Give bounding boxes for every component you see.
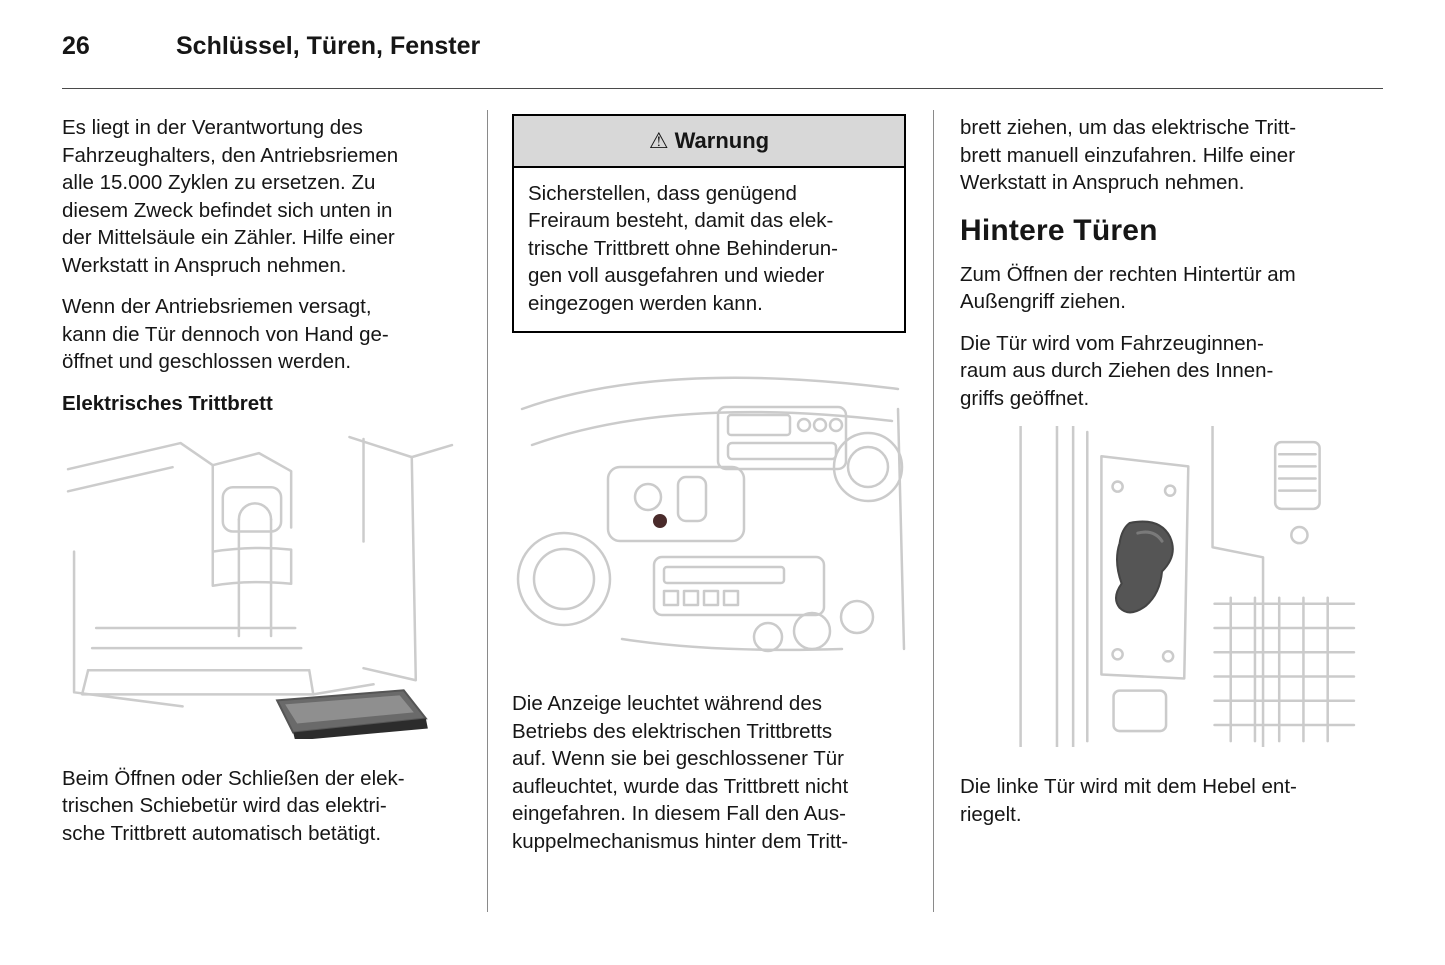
warning-body: Sicherstellen, dass genügend Freiraum be…: [528, 181, 838, 315]
paragraph-open-right-door: Zum Öffnen der rechten Hintertür am Auße…: [960, 262, 1296, 314]
dashboard-step-indicator-illustration: [512, 349, 906, 664]
paragraph-inner-handle: Die Tür wird vom Fahrzeuginnen- raum aus…: [960, 331, 1274, 410]
column-divider: [487, 110, 488, 912]
paragraph-belt-failure: Wenn der Antriebsriemen versagt, kann di…: [62, 295, 389, 373]
column-left: Es liegt in der Verantwortung des Fahrze…: [62, 114, 458, 861]
warning-header: ⚠Warnung: [514, 116, 904, 168]
subheading-electric-step: Elektrisches Trittbrett: [62, 391, 273, 415]
column-middle: ⚠Warnung Sicherstellen, dass genügend Fr…: [512, 114, 906, 869]
rear-door-illustration-svg: [960, 426, 1358, 748]
paragraph-step-automatic: Beim Öffnen oder Schließen der elek- tri…: [62, 766, 405, 845]
chapter-title: Schlüssel, Türen, Fenster: [176, 32, 481, 60]
van-step-illustration-svg: [62, 431, 458, 739]
rear-door-interior-handle-illustration: [960, 426, 1358, 748]
dashboard-illustration-svg: [512, 349, 906, 664]
paragraph-belt-replacement: Es liegt in der Verantwortung des Fahrze…: [62, 116, 399, 277]
warning-triangle-icon: ⚠: [648, 128, 669, 153]
paragraph-left-door-lever: Die linke Tür wird mit dem Hebel ent- ri…: [960, 775, 1297, 826]
paragraph-indicator-function: Die Anzeige leuchtet während des Betrieb…: [512, 692, 849, 853]
column-divider: [933, 110, 934, 912]
warning-title: Warnung: [674, 128, 770, 153]
warning-box: ⚠Warnung Sicherstellen, dass genügend Fr…: [512, 114, 906, 333]
van-sliding-door-step-illustration: [62, 431, 458, 739]
header-rule: [62, 88, 1383, 89]
page-number: 26: [62, 32, 90, 60]
step-indicator-light: [653, 514, 667, 528]
door-release-handle: [1115, 520, 1174, 614]
section-heading-rear-doors: Hintere Türen: [960, 213, 1158, 247]
column-right: brett ziehen, um das elektrische Tritt- …: [960, 114, 1358, 842]
paragraph-manual-retract: brett ziehen, um das elektrische Tritt- …: [960, 116, 1297, 194]
